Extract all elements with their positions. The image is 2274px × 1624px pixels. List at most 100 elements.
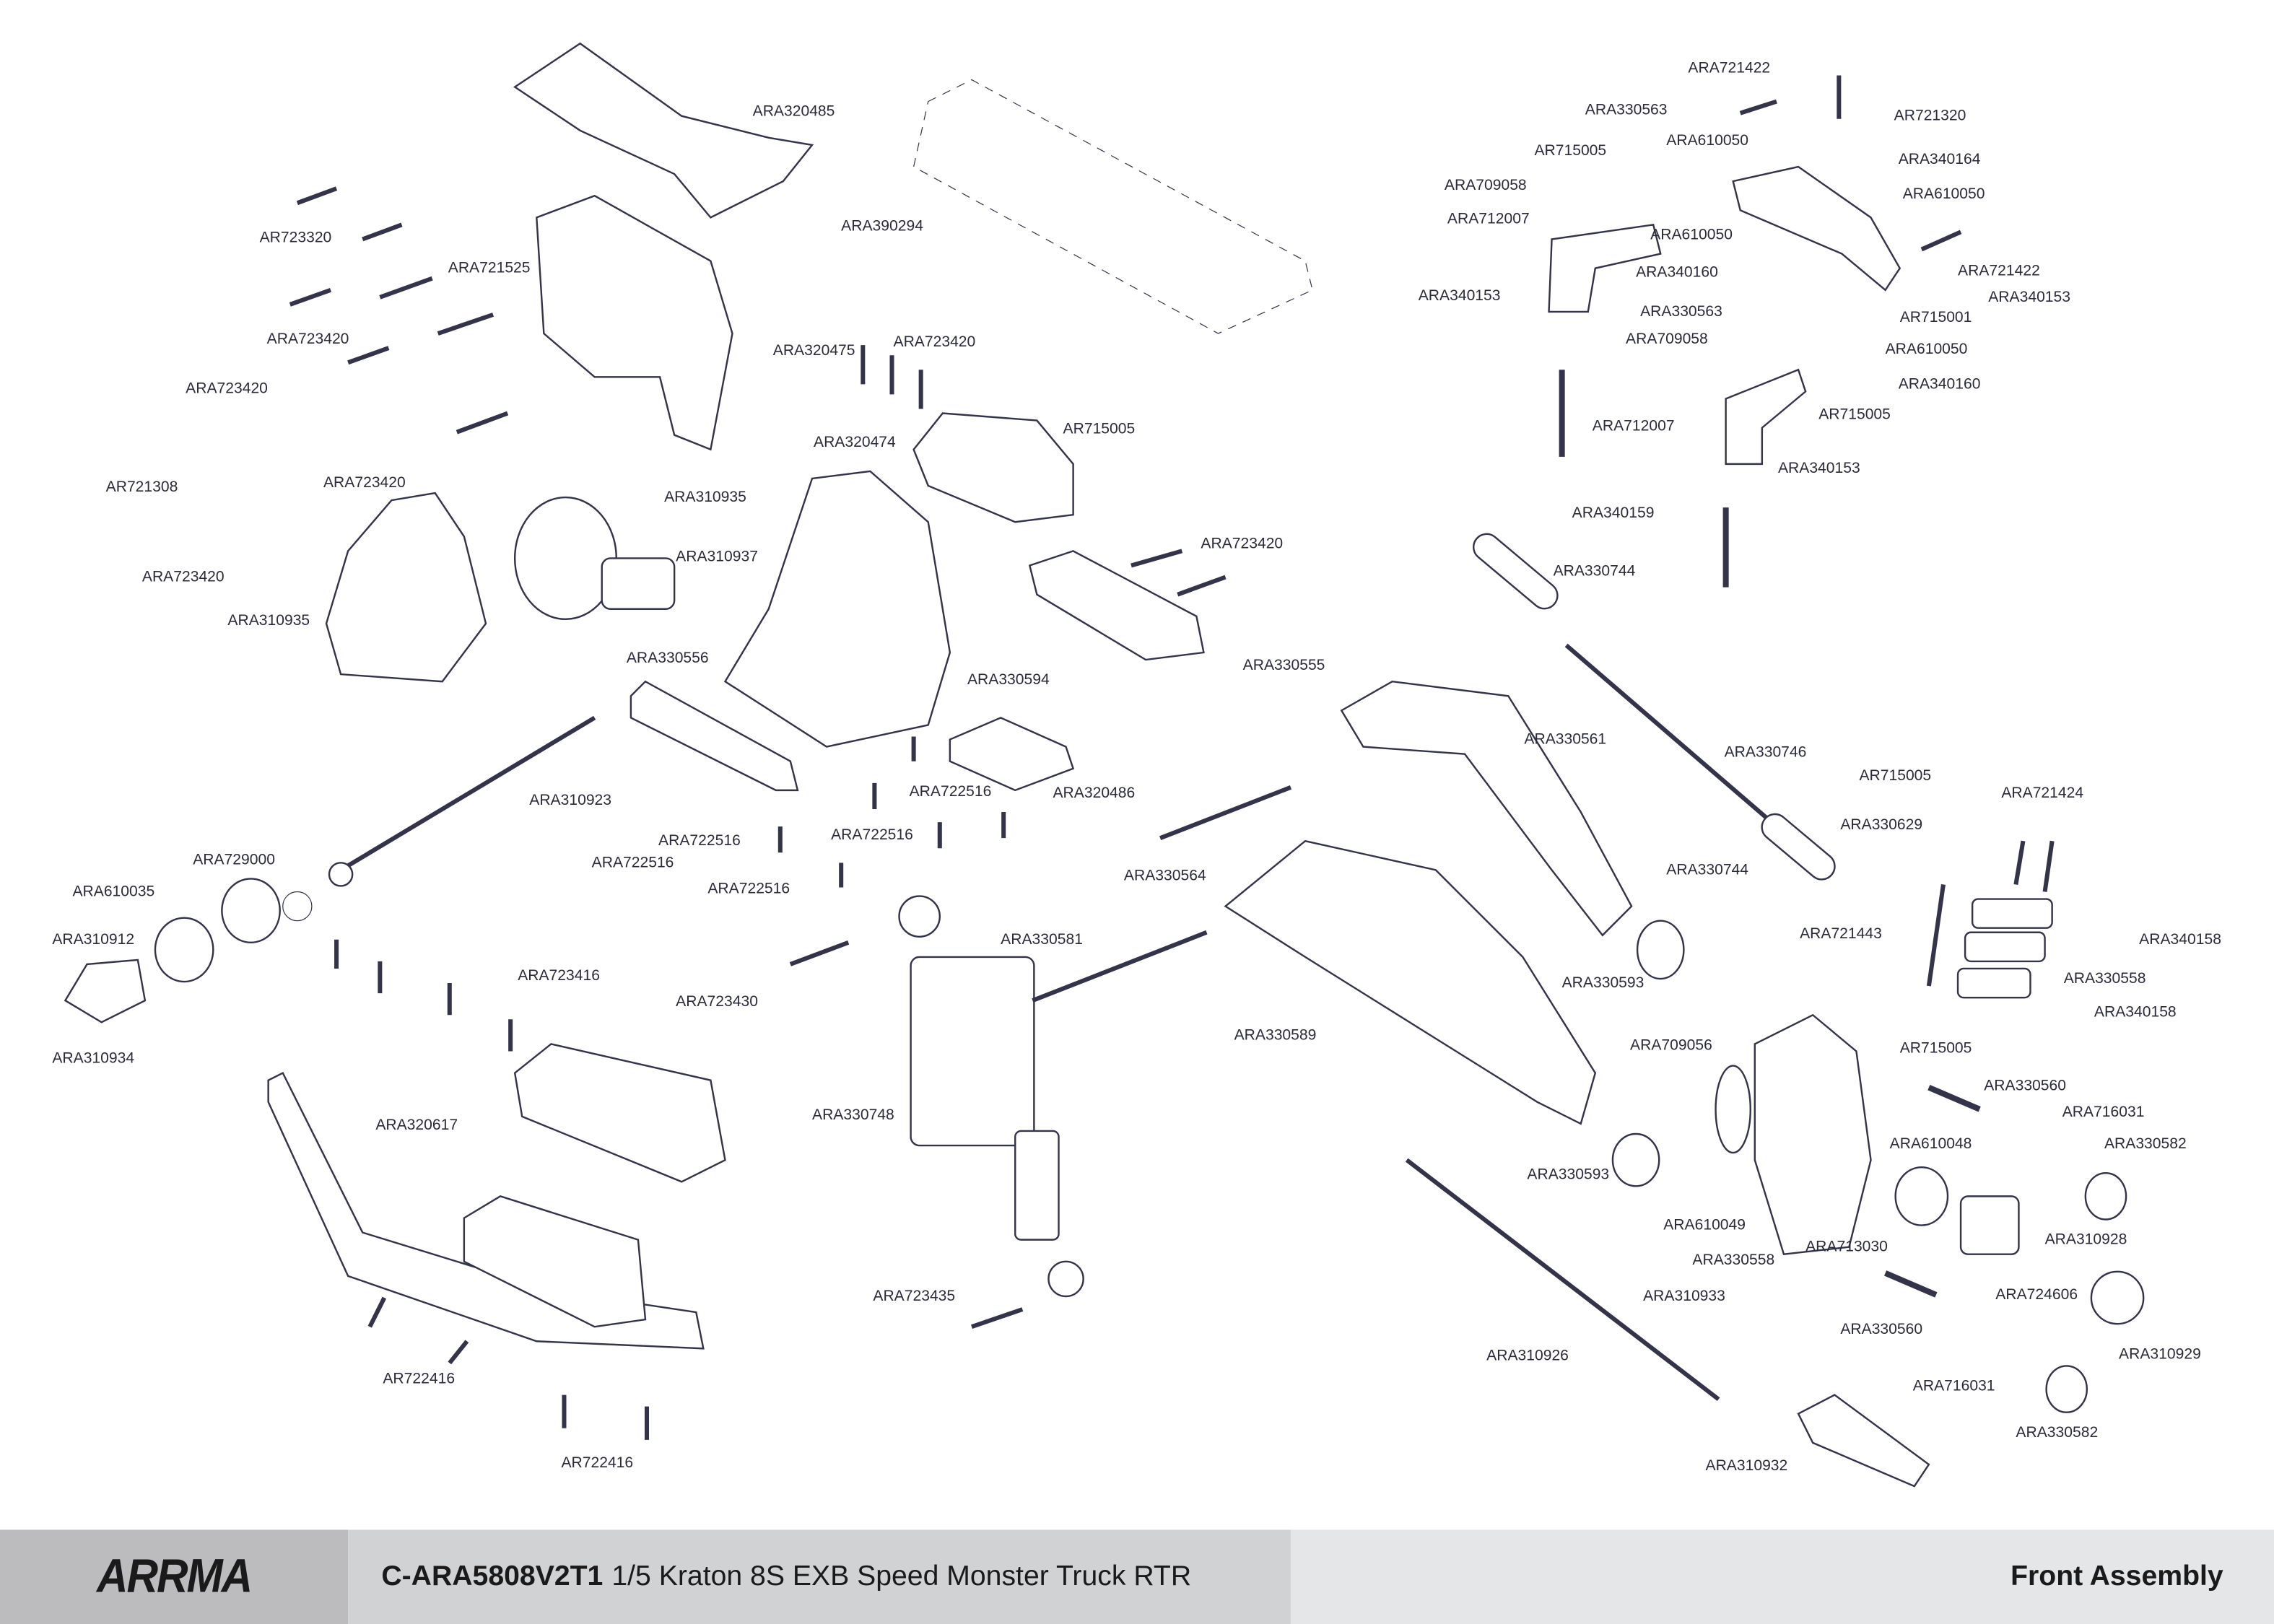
front-bumper-part (267, 1071, 705, 1350)
part-callout: ARA722516 (909, 782, 992, 800)
part-callout: AR715005 (1899, 1039, 1972, 1057)
part-callout: ARA723435 (873, 1287, 956, 1306)
bumper-mount-part (513, 42, 814, 219)
part-callout: ARA330561 (1524, 730, 1607, 748)
hinge-pin-brace-part (630, 680, 799, 792)
part-callout: ARA330593 (1527, 1166, 1610, 1184)
section-title: Front Assembly (1290, 1529, 2274, 1624)
part-callout: AR721320 (1894, 107, 1966, 125)
part-callout: ARA729000 (193, 851, 275, 869)
part-callout: ARA310926 (1486, 1347, 1569, 1365)
part-callout: ARA340160 (1898, 375, 1981, 393)
part-callout: ARA330555 (1242, 657, 1325, 675)
part-callout: ARA610048 (1889, 1135, 1972, 1153)
part-callout: ARA712007 (1592, 417, 1675, 435)
axle-part (1797, 1394, 1930, 1488)
logo-text: ARRMA (96, 1550, 253, 1603)
part-callout: ARA340160 (1636, 263, 1718, 281)
part-callout: ARA340153 (1418, 287, 1501, 305)
part-callout: ARA330744 (1553, 562, 1636, 580)
skid-mount-part (463, 1195, 647, 1328)
bearing-part (1715, 1065, 1751, 1154)
part-callout: ARA330746 (1724, 743, 1807, 761)
part-callout: AR722416 (561, 1454, 634, 1472)
part-callout: ARA712007 (1447, 210, 1530, 228)
part-callout: AR723320 (259, 229, 332, 247)
part-callout: ARA310937 (676, 548, 758, 566)
part-callout: ARA320486 (1053, 784, 1136, 802)
servo-saver-part (1964, 931, 2046, 963)
model-code: C-ARA5808V2T1 (381, 1560, 604, 1592)
part-callout: ARA723430 (676, 993, 758, 1011)
part-callout: ARA330581 (1001, 930, 1083, 948)
servo-saver-part (1971, 898, 2053, 929)
servo-outline (912, 79, 1313, 334)
part-callout: ARA330564 (1123, 867, 1206, 885)
part-callout: ARA340164 (1898, 150, 1981, 169)
part-callout: ARA723420 (893, 333, 976, 352)
part-callout: AR715005 (1818, 406, 1891, 424)
pinion-gear-part (64, 959, 147, 1023)
front-bulkhead-part (536, 194, 733, 451)
part-callout: ARA340153 (1988, 288, 2071, 306)
part-callout: ARA330629 (1840, 816, 1923, 834)
spacer-part (1636, 920, 1685, 980)
part-callout: ARA320474 (814, 433, 896, 451)
part-callout: ARA716031 (1912, 1377, 1995, 1395)
steering-rack-part (1732, 165, 1901, 292)
shock-body-part (910, 956, 1035, 1147)
spacer-part (1611, 1132, 1660, 1187)
part-callout: ARA330744 (1666, 861, 1749, 879)
turnbuckle-part (1564, 643, 1778, 829)
screw-part (1926, 884, 1946, 987)
part-callout: ARA721422 (1958, 262, 2040, 280)
part-callout: ARA721525 (448, 259, 531, 277)
bearing-part (154, 917, 214, 983)
snap-ring-part (282, 891, 313, 922)
part-callout: ARA721443 (1800, 925, 1882, 943)
part-callout: ARA330560 (1840, 1321, 1923, 1339)
rod-end-part (1473, 533, 1559, 610)
part-callout: ARA310935 (664, 489, 746, 507)
part-callout: ARA330558 (2063, 969, 2146, 988)
part-callout: ARA310923 (529, 791, 612, 809)
model-name: 1/5 Kraton 8S EXB Speed Monster Truck RT… (611, 1560, 1192, 1592)
part-callout: ARA320475 (772, 342, 855, 360)
bellcrank-part (1725, 368, 1807, 466)
diff-output-part (601, 557, 676, 610)
part-callout: ARA610050 (1650, 226, 1733, 244)
steering-knuckle-part (1754, 1013, 1872, 1256)
gearbox-cover-part (325, 492, 487, 683)
nut-part (2084, 1172, 2127, 1221)
part-callout: ARA310912 (52, 930, 135, 948)
drive-shaft-left (339, 715, 596, 872)
part-callout: ARA340158 (2139, 930, 2221, 948)
upper-plate-part (912, 412, 1074, 523)
hinge-pin-part (1032, 930, 1208, 1003)
part-callout: ARA330560 (1984, 1077, 2067, 1095)
upper-a-arm-part (1340, 680, 1633, 937)
part-callout: ARA610050 (1902, 185, 1985, 204)
part-callout: ARA330563 (1585, 101, 1668, 119)
part-callout: ARA709058 (1444, 177, 1527, 195)
part-callout: ARA310935 (227, 611, 310, 629)
servo-saver-part (1956, 967, 2031, 999)
shock-top-eye (898, 895, 941, 938)
part-callout: AR715005 (1859, 767, 1932, 785)
part-callout: ARA320617 (375, 1116, 458, 1134)
part-callout: ARA722516 (707, 880, 790, 898)
brace-part (1028, 550, 1205, 661)
part-callout: ARA340158 (2094, 1003, 2177, 1021)
part-callout: ARA723420 (266, 331, 349, 349)
part-callout: ARA310928 (2044, 1231, 2127, 1249)
part-callout: AR721308 (105, 478, 178, 497)
part-callout: ARA330593 (1561, 974, 1644, 992)
part-callout: ARA330748 (812, 1106, 894, 1124)
hub-part (1959, 1195, 2020, 1255)
part-callout: AR715005 (1534, 141, 1607, 160)
hinge-pin-part (1159, 785, 1292, 840)
drive-shaft-right (1405, 1158, 1720, 1402)
part-callout: AR715001 (1899, 308, 1972, 327)
part-callout: ARA709058 (1626, 331, 1708, 349)
